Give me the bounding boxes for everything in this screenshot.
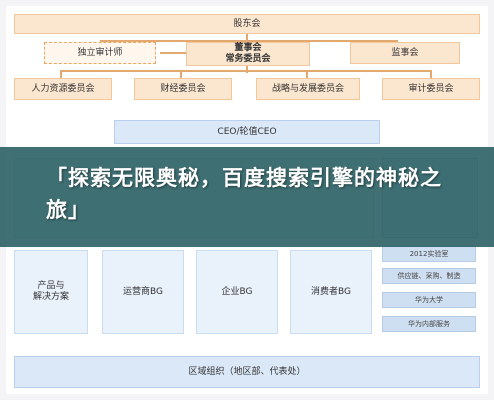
standing-committee-label: 常务委员会: [225, 54, 271, 64]
connector-line: [60, 70, 62, 78]
bg-box: 产品与 解决方案: [14, 250, 88, 334]
region-box: 区域组织（地区部、代表处）: [14, 356, 480, 388]
connector-line: [180, 70, 182, 78]
committee-box: 审计委员会: [382, 78, 480, 100]
connector-line: [306, 70, 308, 78]
supervisors-box: 监事会: [350, 42, 460, 64]
board-box: 董事会 常务委员会: [186, 42, 310, 66]
shareholders-box: 股东会: [14, 14, 480, 34]
side-unit-box: 2012实验室: [382, 246, 476, 262]
title-banner: [0, 147, 494, 247]
connector-line: [246, 33, 248, 42]
ceo-box: CEO/轮值CEO: [114, 120, 380, 144]
side-unit-box: 华为大学: [382, 292, 476, 308]
auditor-box: 独立审计师: [44, 42, 156, 64]
board-label: 董事会: [234, 43, 262, 53]
connector-line: [100, 40, 396, 42]
bg-box: 运营商BG: [102, 250, 184, 334]
connector-line: [430, 70, 432, 78]
committee-box: 战略与发展委员会: [256, 78, 360, 100]
bg-box: 消费者BG: [290, 250, 372, 334]
connector-line: [160, 52, 190, 54]
connector-line: [60, 70, 430, 72]
side-unit-box: 供应链、采购、制造: [382, 268, 476, 284]
committee-box: 人力资源委员会: [14, 78, 112, 100]
side-unit-box: 华为内部服务: [382, 316, 476, 332]
banner-title: 「探索无限奥秘，百度搜索引擎的神秘之旅」: [46, 166, 442, 222]
bg-box: 企业BG: [196, 250, 278, 334]
committee-box: 财经委员会: [134, 78, 232, 100]
connector-line: [246, 64, 248, 73]
